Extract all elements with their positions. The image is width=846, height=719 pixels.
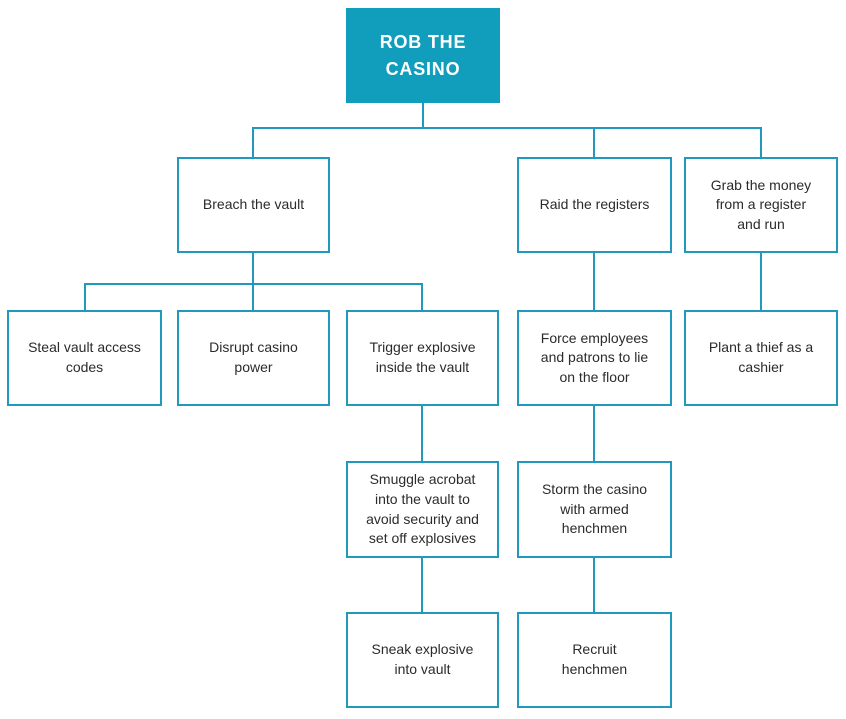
node-steal-codes: Steal vault access codes	[7, 310, 162, 406]
node-trigger-explosive: Trigger explosive inside the vault	[346, 310, 499, 406]
node-disrupt-power: Disrupt casino power	[177, 310, 330, 406]
node-root: ROB THE CASINO	[346, 8, 500, 103]
edge-smuggle-sneak-explosive	[421, 558, 423, 612]
node-recruit-henchmen: Recruit henchmen	[517, 612, 672, 708]
node-root-label: ROB THE CASINO	[379, 32, 467, 79]
edge-breach-stub	[252, 253, 254, 284]
edge-breach-disrupt-power	[252, 283, 254, 310]
node-plant-thief-label: Plant a thief as a cashier	[708, 339, 814, 375]
edge-storm-recruit-henchmen	[593, 558, 595, 612]
edge-raid-force-floor	[593, 253, 595, 310]
node-sneak-explosive-label: Sneak explosive into vault	[371, 641, 474, 677]
node-breach-vault-label: Breach the vault	[202, 196, 305, 213]
edge-root-stub	[422, 102, 424, 129]
node-recruit-henchmen-label: Recruit henchmen	[561, 641, 628, 677]
node-sneak-explosive: Sneak explosive into vault	[346, 612, 499, 708]
edge-grab-plant-thief	[760, 253, 762, 310]
edge-force-storm-casino	[593, 406, 595, 461]
node-grab-money-label: Grab the money from a register and run	[710, 176, 812, 232]
node-smuggle-acrobat: Smuggle acrobat into the vault to avoid …	[346, 461, 499, 558]
node-grab-money: Grab the money from a register and run	[684, 157, 838, 253]
node-plant-thief: Plant a thief as a cashier	[684, 310, 838, 406]
edge-breach-trigger-explosive	[421, 283, 423, 310]
edge-root-raid-registers	[593, 127, 595, 157]
node-trigger-explosive-label: Trigger explosive inside the vault	[369, 339, 476, 375]
node-force-floor-label: Force employees and patrons to lie on th…	[540, 329, 649, 385]
edge-breach-steal-codes	[84, 283, 86, 310]
node-storm-casino-label: Storm the casino with armed henchmen	[541, 481, 648, 537]
node-smuggle-acrobat-label: Smuggle acrobat into the vault to avoid …	[366, 471, 479, 547]
edge-trigger-smuggle-acrobat	[421, 406, 423, 461]
node-storm-casino: Storm the casino with armed henchmen	[517, 461, 672, 558]
edge-root-breach-vault	[252, 127, 254, 157]
node-disrupt-power-label: Disrupt casino power	[209, 339, 298, 375]
node-raid-registers-label: Raid the registers	[539, 196, 650, 213]
edge-root-grab-money	[760, 127, 762, 157]
node-steal-codes-label: Steal vault access codes	[28, 339, 141, 375]
node-breach-vault: Breach the vault	[177, 157, 330, 253]
edge-root-bus	[252, 127, 762, 129]
node-force-floor: Force employees and patrons to lie on th…	[517, 310, 672, 406]
node-raid-registers: Raid the registers	[517, 157, 672, 253]
